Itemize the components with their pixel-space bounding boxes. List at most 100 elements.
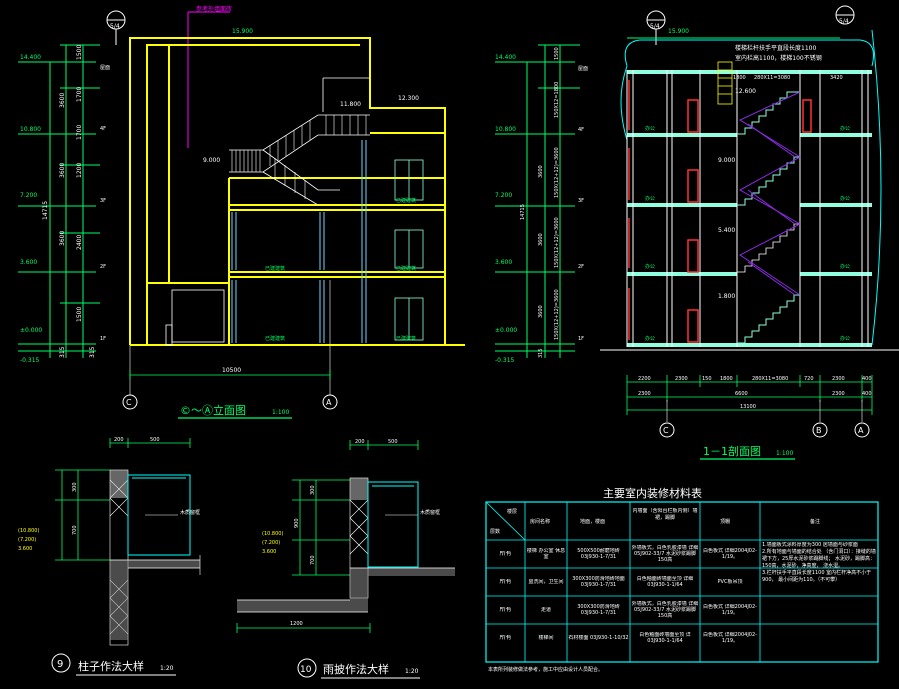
d10-dim-1200: 1200 xyxy=(290,621,303,627)
sec-floor-tag-4f: 4F xyxy=(578,127,584,133)
sec-room-label-6: 办公 xyxy=(840,263,850,270)
d9-window-frame xyxy=(127,474,191,556)
d9-level-2: (7.200) xyxy=(18,537,36,543)
table-cell: 白色釉面砖墙面至顶 详细03J930-1-1/64 xyxy=(636,576,694,588)
elev-room-label-1: 已建建筑 xyxy=(396,197,416,204)
table-cell: 500X500耐磨地砖 03J930-1-7/31 xyxy=(577,548,620,560)
sec-axis-b-label: B xyxy=(816,426,822,435)
elev-dim-1200: 1200 xyxy=(76,163,83,178)
d10-dims xyxy=(236,440,419,633)
table-cell: 所有 xyxy=(499,551,512,557)
sec-level-0000: ±0.000 xyxy=(495,327,517,334)
sec-axis-circle-c xyxy=(659,422,675,438)
sec-room-label-7: 办公 xyxy=(645,335,655,342)
sec-vdim-4: 150X(12+12)=3600 xyxy=(554,217,560,268)
elev-axis-top-label: 5/4 xyxy=(110,23,120,30)
table-cell: 外墙板式，白色乳胶漆墙 详细05J902-33/7 水泥砂浆踢脚150高 xyxy=(631,545,699,563)
d10-level-3: 3.600 xyxy=(262,549,276,555)
sec-bottom-dims xyxy=(626,375,873,415)
sec-room-label-2: 办公 xyxy=(840,125,850,132)
d10-dim-300: 300 xyxy=(310,485,316,495)
elev-axis-a-label: A xyxy=(326,398,332,407)
table-cell: 楼梯 办公室 休息室 xyxy=(526,548,566,560)
sec-axis-marker-top-right: 5/4 xyxy=(835,5,855,25)
table-cell: 白色板式 详细2004J02-1/19。 xyxy=(703,548,757,560)
elev-axis-c-label: C xyxy=(126,398,132,407)
sec-level-0315: -0.315 xyxy=(495,357,515,364)
table-row: 所有 楼梯 办公室 休息室 500X500耐磨地砖 03J930-1-7/31 外墙板… xyxy=(486,540,760,568)
table-header-0: 房间名称 xyxy=(530,518,550,525)
sec-axis-a-label: A xyxy=(858,426,864,435)
materials-table: 主要室内装修材料表 楼层 层数 房间名称 地面，楼面 内墙面（含阳台栏板内侧）墙… xyxy=(485,486,879,673)
sec-note-line2: 室内栏高1100，楼梯100不锈钢 xyxy=(735,54,822,62)
sec-room-label-8: 办公 xyxy=(840,335,850,342)
sec-axis-c-label: C xyxy=(663,426,669,435)
elev-floor-tag-1f: 1F xyxy=(100,336,106,342)
sec-dim-row1-0: 2200 xyxy=(638,376,651,382)
sec-dim-row1-5: 720 xyxy=(804,376,814,382)
elev-dim-1700b: 1700 xyxy=(76,125,83,140)
sec-floor-slabs xyxy=(627,70,872,347)
d9-column-head xyxy=(110,470,128,498)
elev-axis-marker-top: 5/4 xyxy=(106,10,126,45)
elev-dim-3600a: 3600 xyxy=(59,93,66,108)
elev-floor-tag-3f: 3F xyxy=(100,198,106,204)
sec-stair-flights xyxy=(737,91,800,344)
sec-floor-tag-3f: 3F xyxy=(578,198,584,204)
d10-number-circle xyxy=(297,658,317,678)
table-remarks-wrap: 1.墙面板式涂料厚度为300 居墙面与砂浆面 2.所有地面与墙面的结合处 （含门… xyxy=(762,542,876,584)
sec-dim-row1-7: 400 xyxy=(862,376,872,382)
elev-bottom-dim xyxy=(129,370,331,380)
elev-dim-3600c: 3600 xyxy=(59,231,66,246)
sec-dim-row1-3: 1800 xyxy=(720,376,733,382)
sec-vdim-9: 3600 xyxy=(538,305,544,318)
table-remarks: 1.墙面板式涂料厚度为300 居墙面与砂浆面 2.所有地面与墙面的结合处 （含门… xyxy=(762,542,876,584)
table-cell: 所有 xyxy=(499,607,512,613)
elev-stair-elev-9000: 9.000 xyxy=(203,157,220,164)
d10-note: 木质窗框 xyxy=(420,509,440,516)
elev-dim-1700a: 1700 xyxy=(76,87,83,102)
sec-level-14400: 14.400 xyxy=(495,54,516,61)
elev-room-label-4: 已建建筑 xyxy=(265,335,285,342)
sec-level-10800: 10.800 xyxy=(495,126,516,133)
elev-room-label-2: 已建建筑 xyxy=(265,265,285,272)
table-body: 所有 楼梯 办公室 休息室 500X500耐磨地砖 03J930-1-7/31 外墙板… xyxy=(486,540,760,652)
sec-dim-row2-2: 2300 xyxy=(832,391,845,397)
sec-floor-tag-2f: 2F xyxy=(578,264,584,270)
d9-dim-500: 500 xyxy=(150,437,160,443)
sec-room-label-3: 办公 xyxy=(645,195,655,202)
elev-level-14400: 14.400 xyxy=(20,54,41,61)
sec-level-3600: 3.600 xyxy=(495,259,512,266)
sec-dim-row1-2: 150 xyxy=(702,376,712,382)
sec-vdim-10: 14715 xyxy=(520,204,526,220)
sec-room-label-1: 办公 xyxy=(645,125,655,132)
elev-windows xyxy=(165,159,424,346)
elev-floor-tag-2f: 2F xyxy=(100,264,106,270)
d10-column-head xyxy=(350,478,368,500)
elev-stair-elev-12300: 12.300 xyxy=(398,95,419,102)
sec-axis-top-left-label: 5/4 xyxy=(650,23,660,30)
table-cell: 300X300防滑地砖地面 03J930-1-7/31 xyxy=(572,576,625,588)
sec-dim-row1-6: 2300 xyxy=(832,376,845,382)
sec-top-elev: 15.900 xyxy=(668,28,689,35)
table-cell: 所有 xyxy=(499,579,512,585)
sec-stair-railings xyxy=(737,223,800,273)
elev-bottom-dim-label: 10500 xyxy=(222,367,241,374)
detail-10-scale: 1:20 xyxy=(405,668,419,675)
d9-slab xyxy=(110,560,200,640)
elev-dim-1500b: 1500 xyxy=(76,307,83,322)
table-cell: 石材楼面 03J930-1-10/32 xyxy=(568,635,629,641)
d10-window-frame xyxy=(367,481,419,568)
table-cell: 外墙板式，白色乳胶漆墙 详细05J902-33/7 水泥砂浆踢脚150高 xyxy=(631,601,699,619)
d10-dim-200: 200 xyxy=(355,439,365,445)
elev-room-label-3: 已建建筑 xyxy=(396,265,416,272)
elev-level-0000: ±0.000 xyxy=(20,327,42,334)
table-header-3: 顶棚 xyxy=(720,518,730,525)
elev-level-3600: 3.600 xyxy=(20,259,37,266)
elev-dim-315: 315 xyxy=(59,346,66,358)
elevation-scale: 1:100 xyxy=(272,409,289,416)
table-cell: 白色板式 详细2004J02-1/19。 xyxy=(703,604,757,616)
d10-level-2: (7.200) xyxy=(262,540,280,546)
table-remark-2: 2.所有地面与墙面的结合处 （含门洞口）：接缝的墙裙下方，25厚水泥砂浆踢脚线；… xyxy=(762,549,876,569)
